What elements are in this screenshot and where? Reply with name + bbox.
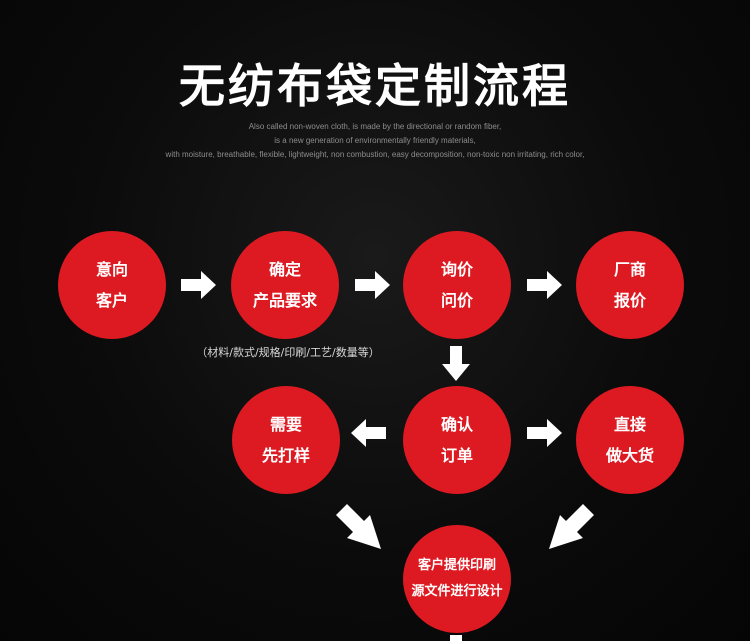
arrow-right-icon [527,271,562,299]
arrow-down-stub-icon [450,635,462,641]
step-label: 需要 [269,415,302,434]
page-title: 无纺布袋定制流程 [179,59,571,113]
subtitle-line-2: is a new generation of environmentally f… [274,136,476,145]
arrow-right-icon [355,271,390,299]
step-label: 先打样 [261,446,310,465]
arrow-left-icon [351,419,386,447]
step-confirm-order: 确认 订单 [403,386,511,494]
step-label: 意向 [95,260,128,279]
step-label: 订单 [440,446,473,465]
step-label: 客户 [95,291,128,310]
requirements-note: （材料/款式/规格/印刷/工艺/数量等） [196,346,380,359]
arrow-down-icon [442,346,470,381]
step-label: 确定 [268,260,301,279]
step-intent-customer: 意向 客户 [58,231,166,339]
step-design-from-files: 客户提供印刷 源文件进行设计 [403,525,511,633]
arrow-right-icon [527,419,562,447]
step-label: 客户提供印刷 [417,558,496,573]
step-label: 直接 [613,415,646,434]
step-confirm-requirements: 确定 产品要求 [231,231,339,339]
arrow-diagonal-down-left-icon [549,504,594,549]
arrow-right-icon [181,271,216,299]
step-label: 询价 [440,260,473,279]
step-label: 报价 [613,291,646,310]
step-label: 产品要求 [252,291,317,310]
step-mass-production: 直接 做大货 [576,386,684,494]
step-vendor-quote: 厂商 报价 [576,231,684,339]
step-label: 厂商 [613,260,646,279]
subtitle-line-1: Also called non-woven cloth, is made by … [248,122,502,131]
step-inquiry: 询价 问价 [403,231,511,339]
arrow-diagonal-down-right-icon [336,504,381,549]
step-label: 问价 [440,291,473,310]
step-label: 做大货 [605,446,654,465]
subtitle-line-3: with moisture, breathable, flexible, lig… [165,150,585,159]
step-sample-first: 需要 先打样 [232,386,340,494]
step-label: 源文件进行设计 [411,584,503,599]
step-label: 确认 [440,415,473,434]
